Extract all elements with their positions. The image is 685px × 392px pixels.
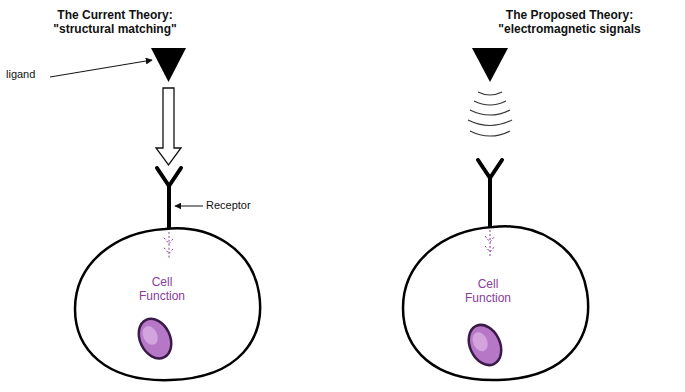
- part-name: Receptor: [206, 199, 276, 212]
- receptor-symbol: [157, 168, 181, 228]
- binding-arrow: [156, 88, 181, 165]
- receptor-symbol: [478, 160, 502, 226]
- cell-label: Cell Function: [457, 278, 519, 306]
- cell-shape: Cell Function: [398, 222, 593, 386]
- ligand-triangle: [151, 48, 186, 82]
- cell-shape: Cell Function: [70, 224, 265, 386]
- ligand-triangle: [472, 48, 508, 82]
- part-name: ligand: [6, 68, 56, 81]
- leader-line: [50, 60, 152, 77]
- cell-label: Cell Function: [131, 276, 193, 304]
- signal-waves: [468, 92, 512, 136]
- cell-outline: [70, 224, 265, 386]
- panel-heading: The Proposed Theory: "electromagnetic si…: [472, 8, 667, 37]
- leader-line: [175, 206, 203, 207]
- panel-heading: The Current Theory: "structural matching…: [35, 8, 195, 37]
